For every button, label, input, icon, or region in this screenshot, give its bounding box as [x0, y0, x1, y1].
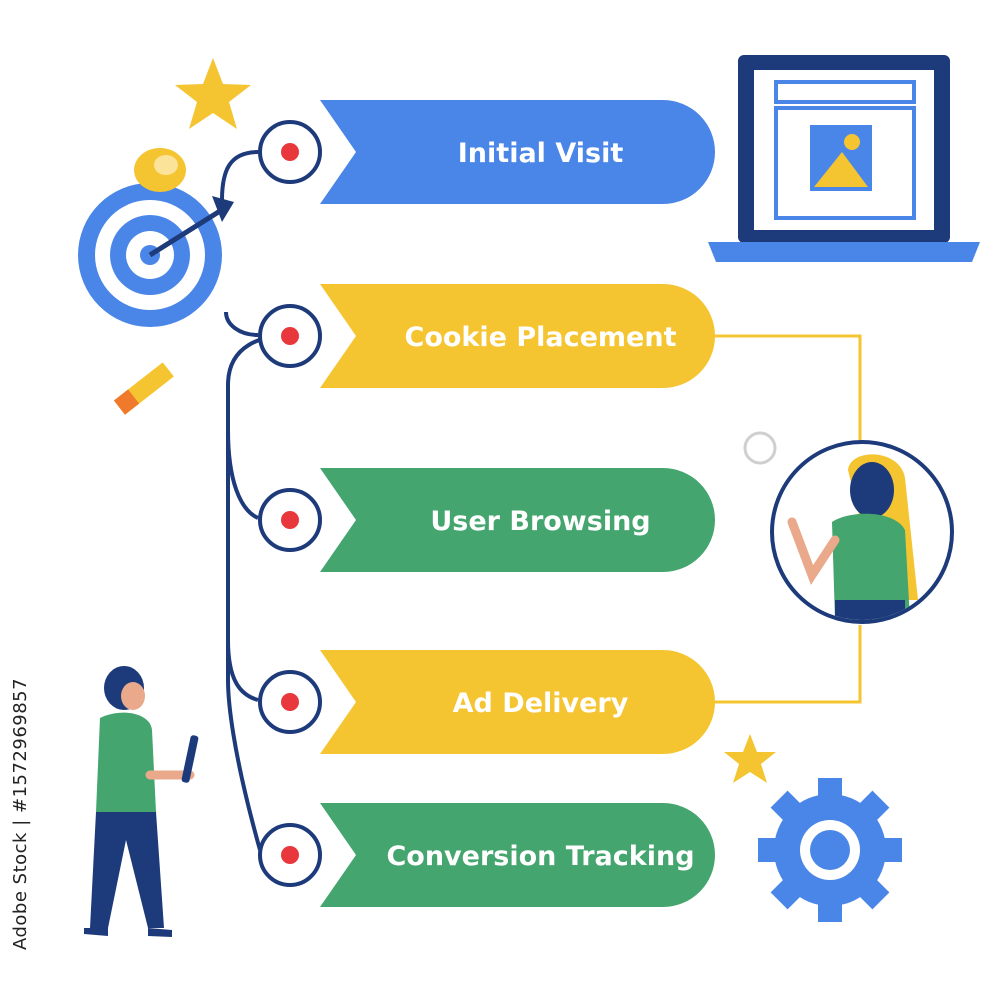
laptop-icon: [708, 55, 980, 262]
step-banner: [320, 100, 715, 204]
step-label: Conversion Tracking: [386, 841, 694, 872]
star-icon: [175, 58, 251, 129]
step-node-dot: [281, 693, 299, 711]
pencil-icon: [113, 362, 174, 415]
step-2: Cookie Placement: [258, 284, 715, 388]
watermark-text: Adobe Stock | #1572969857: [10, 677, 31, 950]
step-node-dot: [281, 143, 299, 161]
step-3: User Browsing: [258, 468, 715, 572]
step-node-dot: [281, 846, 299, 864]
step-4: Ad Delivery: [258, 650, 715, 754]
step-5: Conversion Tracking: [258, 803, 715, 907]
step-label: Cookie Placement: [405, 322, 677, 353]
step-node-dot: [281, 327, 299, 345]
step-label: Initial Visit: [458, 138, 624, 169]
star-icon: [724, 734, 776, 783]
target-connector: [220, 150, 259, 201]
timeline-connector: [224, 311, 293, 851]
avatar-connector: [715, 334, 862, 704]
step-banner: [320, 650, 715, 754]
step-1: Initial Visit: [258, 100, 715, 204]
gear-icon: [758, 778, 902, 922]
avatar-woman: [770, 440, 954, 624]
target-icon: [78, 183, 234, 327]
coin-icon: [134, 148, 186, 192]
step-banner: [320, 803, 715, 907]
step-label: Ad Delivery: [453, 688, 629, 719]
step-banner: [320, 468, 715, 572]
step-label: User Browsing: [430, 506, 650, 537]
step-node-dot: [281, 511, 299, 529]
watermark: Adobe Stock | #1572969857: [6, 678, 36, 960]
decor-ring: [743, 431, 777, 465]
step-banner: [320, 284, 715, 388]
person-man: [84, 666, 199, 937]
